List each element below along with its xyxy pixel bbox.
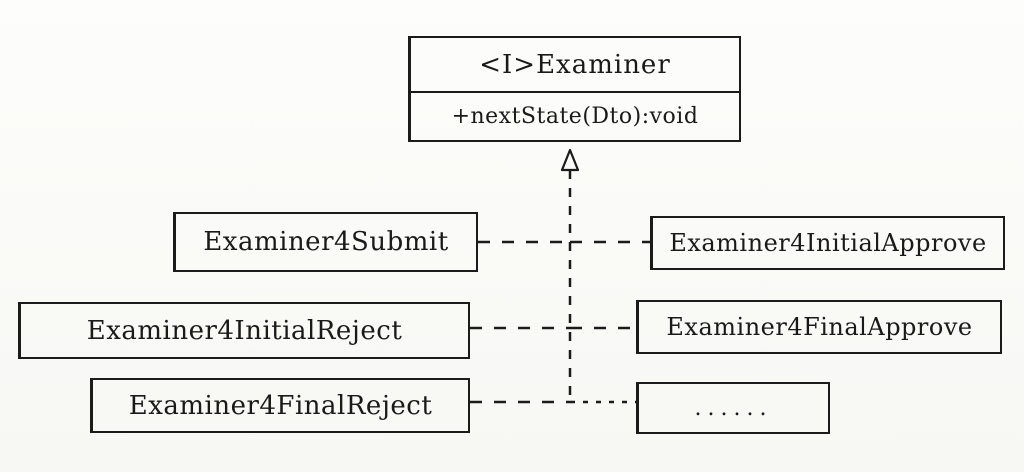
- interface-method: +nextState(Dto):void: [451, 104, 699, 129]
- class-box-examiner4initialreject: Examiner4InitialReject: [18, 302, 470, 359]
- interface-examiner-box: <I>Examiner +nextState(Dto):void: [408, 36, 741, 142]
- class-box-more: ......: [636, 382, 830, 434]
- class-box-examiner4finalapprove: Examiner4FinalApprove: [636, 300, 1002, 354]
- class-box-examiner4finalreject: Examiner4FinalReject: [90, 378, 470, 433]
- realization-arrowhead: [560, 148, 580, 172]
- class-box-examiner4initialapprove: Examiner4InitialApprove: [650, 216, 1005, 270]
- interface-title: <I>Examiner: [411, 38, 739, 93]
- class-box-examiner4submit: Examiner4Submit: [173, 212, 478, 272]
